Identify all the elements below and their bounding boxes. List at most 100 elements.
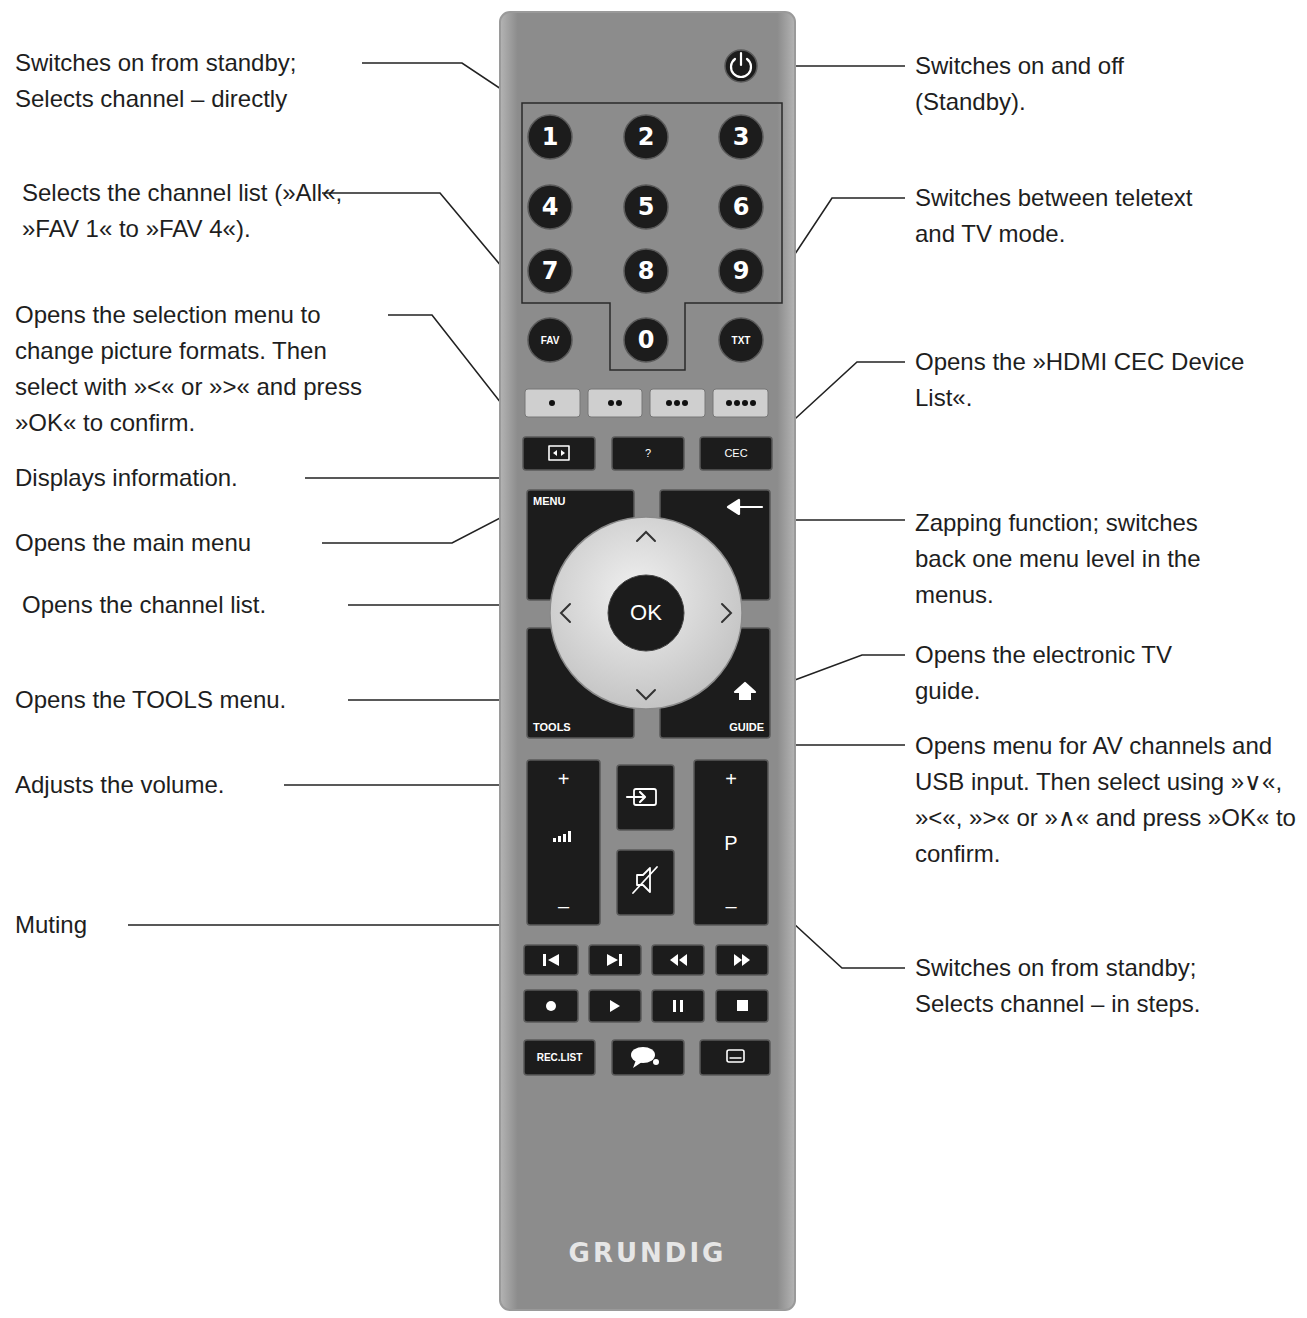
button-glyphs bbox=[548, 954, 559, 966]
button-glyphs bbox=[653, 1059, 659, 1065]
pad-arrows bbox=[561, 604, 570, 622]
button-glyphs bbox=[670, 954, 678, 966]
buttons bbox=[716, 945, 768, 975]
buttons bbox=[725, 50, 757, 82]
button-glyphs bbox=[737, 1000, 748, 1011]
button-label: 5 bbox=[638, 194, 655, 220]
brand-name: GRUNDIG bbox=[569, 1239, 727, 1268]
remote-button: 4 bbox=[528, 185, 572, 229]
button-label: 8 bbox=[638, 258, 655, 284]
remote-button: TXT bbox=[719, 318, 763, 362]
remote-button: REC.LIST bbox=[524, 1040, 595, 1075]
button-symbols bbox=[730, 1057, 741, 1058]
button-glyphs bbox=[563, 834, 566, 842]
buttons bbox=[612, 1040, 684, 1075]
colour-buttons bbox=[682, 400, 688, 406]
button-symbols bbox=[740, 53, 742, 65]
buttons bbox=[524, 990, 578, 1022]
buttons bbox=[719, 249, 763, 293]
button-symbols bbox=[549, 446, 569, 460]
buttons bbox=[700, 1040, 770, 1075]
number-pad-outline bbox=[522, 103, 782, 370]
button-label: – bbox=[558, 895, 569, 917]
callout-text: Switches on from standby; Selects channe… bbox=[915, 950, 1275, 1022]
buttons bbox=[524, 945, 578, 975]
remote-button: FAV bbox=[528, 318, 572, 362]
buttons bbox=[652, 945, 704, 975]
button-symbols bbox=[728, 500, 739, 514]
remote-button: OK bbox=[608, 575, 684, 651]
colour-buttons bbox=[742, 400, 748, 406]
colour-buttons bbox=[608, 400, 614, 406]
buttons bbox=[527, 760, 600, 925]
callout-text: Displays information. bbox=[15, 460, 315, 496]
pad-arrows bbox=[637, 690, 655, 699]
buttons bbox=[624, 115, 668, 159]
callout-text: Opens the channel list. bbox=[22, 587, 347, 623]
button-label: + bbox=[725, 768, 737, 790]
remote-button: +– bbox=[527, 760, 600, 925]
button-label: 7 bbox=[542, 258, 559, 284]
colour-buttons bbox=[588, 389, 642, 417]
buttons bbox=[523, 437, 595, 470]
colour-buttons bbox=[666, 400, 672, 406]
callout-text: Zapping function; switches back one menu… bbox=[915, 505, 1245, 613]
button-label: 3 bbox=[733, 124, 750, 150]
remote-button: 1 bbox=[528, 115, 572, 159]
remote-body bbox=[500, 12, 795, 1310]
buttons bbox=[617, 850, 674, 915]
button-symbols bbox=[633, 867, 657, 893]
button-label: TOOLS bbox=[533, 721, 571, 733]
callout-text: Switches on from standby; Selects channe… bbox=[15, 45, 360, 117]
colour-buttons bbox=[549, 400, 756, 406]
button-glyphs bbox=[742, 954, 750, 966]
callout-text: Selects the channel list (»All«, »FAV 1«… bbox=[22, 175, 392, 247]
buttons bbox=[624, 318, 668, 362]
buttons bbox=[719, 115, 763, 159]
button-glyphs bbox=[673, 1000, 676, 1012]
remote-button: 2 bbox=[624, 115, 668, 159]
button-label: ? bbox=[645, 447, 651, 459]
callout-text: Opens the selection menu to change pictu… bbox=[15, 297, 387, 441]
button-glyphs bbox=[734, 954, 742, 966]
button-label: P bbox=[724, 832, 737, 854]
button-symbols bbox=[549, 53, 762, 1062]
button-label: 9 bbox=[733, 258, 750, 284]
remote-button: GUIDE bbox=[660, 628, 770, 738]
button-label: TXT bbox=[732, 335, 751, 346]
button-glyphs bbox=[680, 1000, 683, 1012]
leader-lines bbox=[362, 63, 522, 103]
colour-buttons bbox=[525, 389, 580, 417]
buttons bbox=[624, 185, 668, 229]
buttons bbox=[589, 945, 641, 975]
leader-lines bbox=[284, 784, 527, 786]
buttons bbox=[617, 765, 674, 830]
button-symbols bbox=[739, 692, 751, 700]
buttons bbox=[624, 249, 668, 293]
button-label: 6 bbox=[733, 194, 750, 220]
buttons bbox=[528, 115, 572, 159]
colour-buttons bbox=[713, 389, 768, 417]
remote-button: 9 bbox=[719, 249, 763, 293]
button-label: GUIDE bbox=[729, 721, 764, 733]
callout-text: Opens the »HDMI CEC Device List«. bbox=[915, 344, 1300, 416]
button-symbols bbox=[637, 868, 650, 892]
remote-button: MENU bbox=[527, 490, 634, 600]
button-label: 0 bbox=[638, 327, 655, 353]
button-glyphs bbox=[607, 954, 618, 966]
callout-text: Switches on and off (Standby). bbox=[915, 48, 1215, 120]
button-glyphs bbox=[546, 1001, 556, 1011]
buttons bbox=[528, 249, 572, 293]
button-glyphs bbox=[558, 836, 561, 842]
button-symbols bbox=[627, 796, 644, 798]
colour-buttons bbox=[750, 400, 756, 406]
colour-buttons bbox=[525, 389, 768, 417]
buttons bbox=[716, 990, 768, 1022]
remote-button: 5 bbox=[624, 185, 668, 229]
buttons bbox=[524, 1040, 595, 1075]
button-symbols bbox=[640, 792, 645, 802]
pad-arrows bbox=[637, 532, 655, 541]
button-glyphs bbox=[633, 1060, 642, 1068]
button-glyphs bbox=[561, 450, 565, 456]
button-glyphs bbox=[543, 450, 750, 1068]
